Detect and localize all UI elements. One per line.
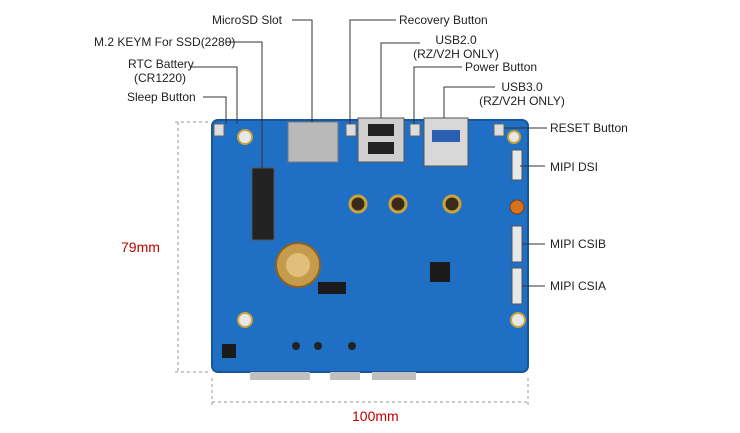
microsd-slot bbox=[287, 121, 339, 163]
mount-hole bbox=[237, 129, 253, 145]
label-rtc-battery: RTC Battery (CR1220) bbox=[128, 57, 194, 85]
label-usb3: USB3.0 (RZ/V2H ONLY) bbox=[478, 80, 566, 108]
audio-jack bbox=[314, 342, 322, 350]
label-rtc-line2: (CR1220) bbox=[133, 71, 187, 85]
label-usb3-line1: USB3.0 bbox=[501, 80, 543, 94]
audio-jack bbox=[348, 342, 356, 350]
label-reset-button: RESET Button bbox=[550, 121, 628, 135]
heatsink-hole bbox=[442, 194, 462, 214]
chip bbox=[332, 282, 346, 294]
recovery-button-part bbox=[345, 123, 357, 137]
orange-component bbox=[509, 199, 525, 215]
chip bbox=[222, 344, 236, 358]
label-mipi-dsi: MIPI DSI bbox=[550, 160, 599, 174]
mipi-dsi-connector bbox=[511, 149, 523, 181]
power-button-part bbox=[409, 123, 421, 137]
reset-button-part bbox=[493, 123, 505, 137]
mount-hole bbox=[507, 130, 521, 144]
mipi-csib-connector bbox=[511, 225, 523, 263]
bottom-connector bbox=[250, 372, 310, 380]
mount-hole bbox=[237, 312, 253, 328]
label-power-button: Power Button bbox=[465, 60, 538, 74]
rtc-battery-center bbox=[286, 253, 310, 277]
label-usb3-line2: (RZ/V2H ONLY) bbox=[479, 94, 565, 108]
label-m2-slot: M.2 KEYM For SSD(2280) bbox=[94, 35, 236, 49]
height-dimension: 79mm bbox=[121, 239, 160, 255]
leader-lines bbox=[190, 19, 547, 287]
label-rtc-line1: RTC Battery bbox=[128, 57, 194, 71]
sleep-button-part bbox=[213, 123, 225, 137]
usb2-port-bottom bbox=[368, 142, 394, 154]
bottom-connector bbox=[330, 372, 360, 380]
m2-slot bbox=[251, 167, 275, 241]
usb2-port-top bbox=[368, 124, 394, 136]
bottom-connector bbox=[372, 372, 416, 380]
heatsink-hole bbox=[348, 194, 368, 214]
label-usb2: USB2.0 (RZ/V2H ONLY) bbox=[412, 33, 500, 61]
chip bbox=[318, 282, 332, 294]
audio-jack bbox=[292, 342, 300, 350]
label-mipi-csia: MIPI CSIA bbox=[550, 279, 607, 293]
usb3-port bbox=[432, 130, 460, 142]
pcb-board bbox=[212, 120, 528, 372]
dimension-lines bbox=[175, 121, 529, 405]
heatsink-hole bbox=[388, 194, 408, 214]
label-recovery-button: Recovery Button bbox=[399, 13, 488, 27]
label-sleep-button: Sleep Button bbox=[127, 90, 196, 104]
label-usb2-line1: USB2.0 bbox=[435, 33, 477, 47]
chip bbox=[430, 262, 450, 282]
label-mipi-csib: MIPI CSIB bbox=[550, 237, 607, 251]
mount-hole bbox=[510, 312, 526, 328]
width-dimension: 100mm bbox=[352, 408, 399, 424]
label-microsd-slot: MicroSD Slot bbox=[212, 13, 283, 27]
label-usb2-line2: (RZ/V2H ONLY) bbox=[413, 47, 499, 61]
mipi-csia-connector bbox=[511, 267, 523, 305]
